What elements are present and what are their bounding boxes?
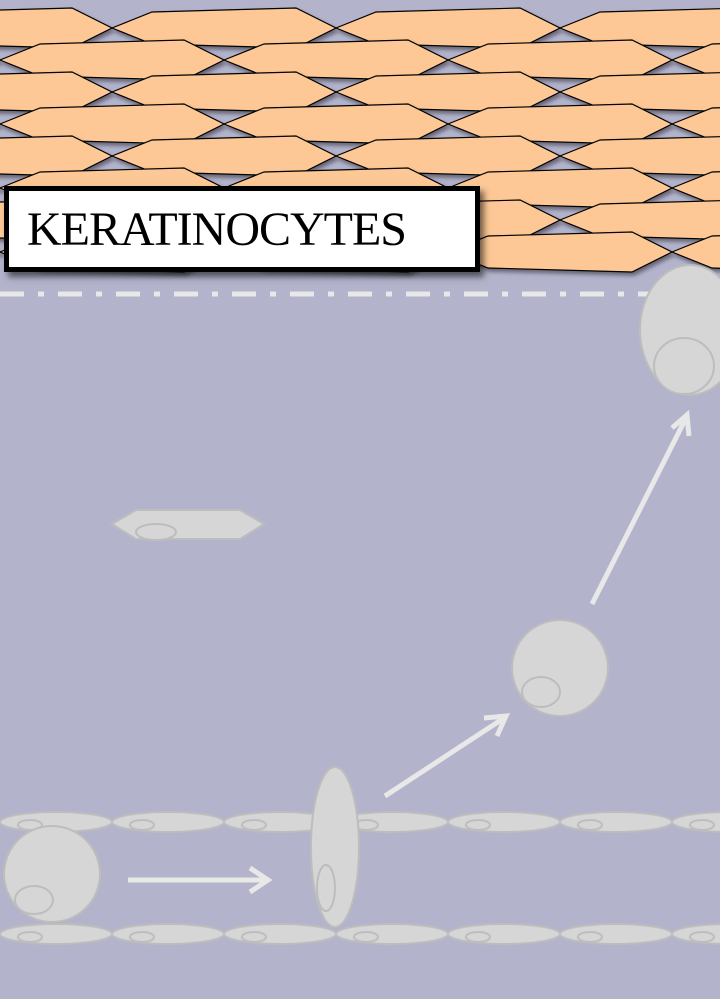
basal-cell-nucleus — [354, 932, 378, 942]
basal-cell-nucleus — [130, 932, 154, 942]
keratinocytes-label: KERATINOCYTES — [4, 186, 480, 272]
flattened-cell — [112, 510, 264, 540]
basal-cell — [448, 812, 560, 832]
basal-cell — [560, 812, 672, 832]
basal-cell — [0, 924, 112, 944]
round-cell-top — [640, 265, 720, 395]
basal-cell-nucleus — [242, 932, 266, 942]
round-cell-middle — [512, 620, 608, 716]
basal-cell — [336, 924, 448, 944]
basal-cell-nucleus — [578, 932, 602, 942]
elongated-cell — [311, 767, 359, 927]
basal-cell-nucleus — [690, 820, 714, 830]
basal-cell — [224, 924, 336, 944]
up-right-arrow-icon — [592, 415, 689, 604]
basal-cell-nucleus — [242, 820, 266, 830]
right-arrow-icon — [128, 868, 268, 892]
round-cell-start — [4, 826, 100, 922]
basal-cell — [448, 924, 560, 944]
up-right-arrow-icon — [385, 716, 506, 796]
basal-cell-nucleus — [466, 820, 490, 830]
basal-cell — [112, 924, 224, 944]
basal-cell-nucleus — [18, 932, 42, 942]
basal-cell-nucleus — [578, 820, 602, 830]
basal-cell-row-bottom — [0, 924, 720, 944]
basal-cell-nucleus — [130, 820, 154, 830]
keratinocyte-cell — [448, 232, 672, 272]
basal-cell — [112, 812, 224, 832]
basal-cell-nucleus — [466, 932, 490, 942]
basal-cell-row-top — [0, 812, 720, 832]
basal-cell — [560, 924, 672, 944]
basal-cell-nucleus — [690, 932, 714, 942]
